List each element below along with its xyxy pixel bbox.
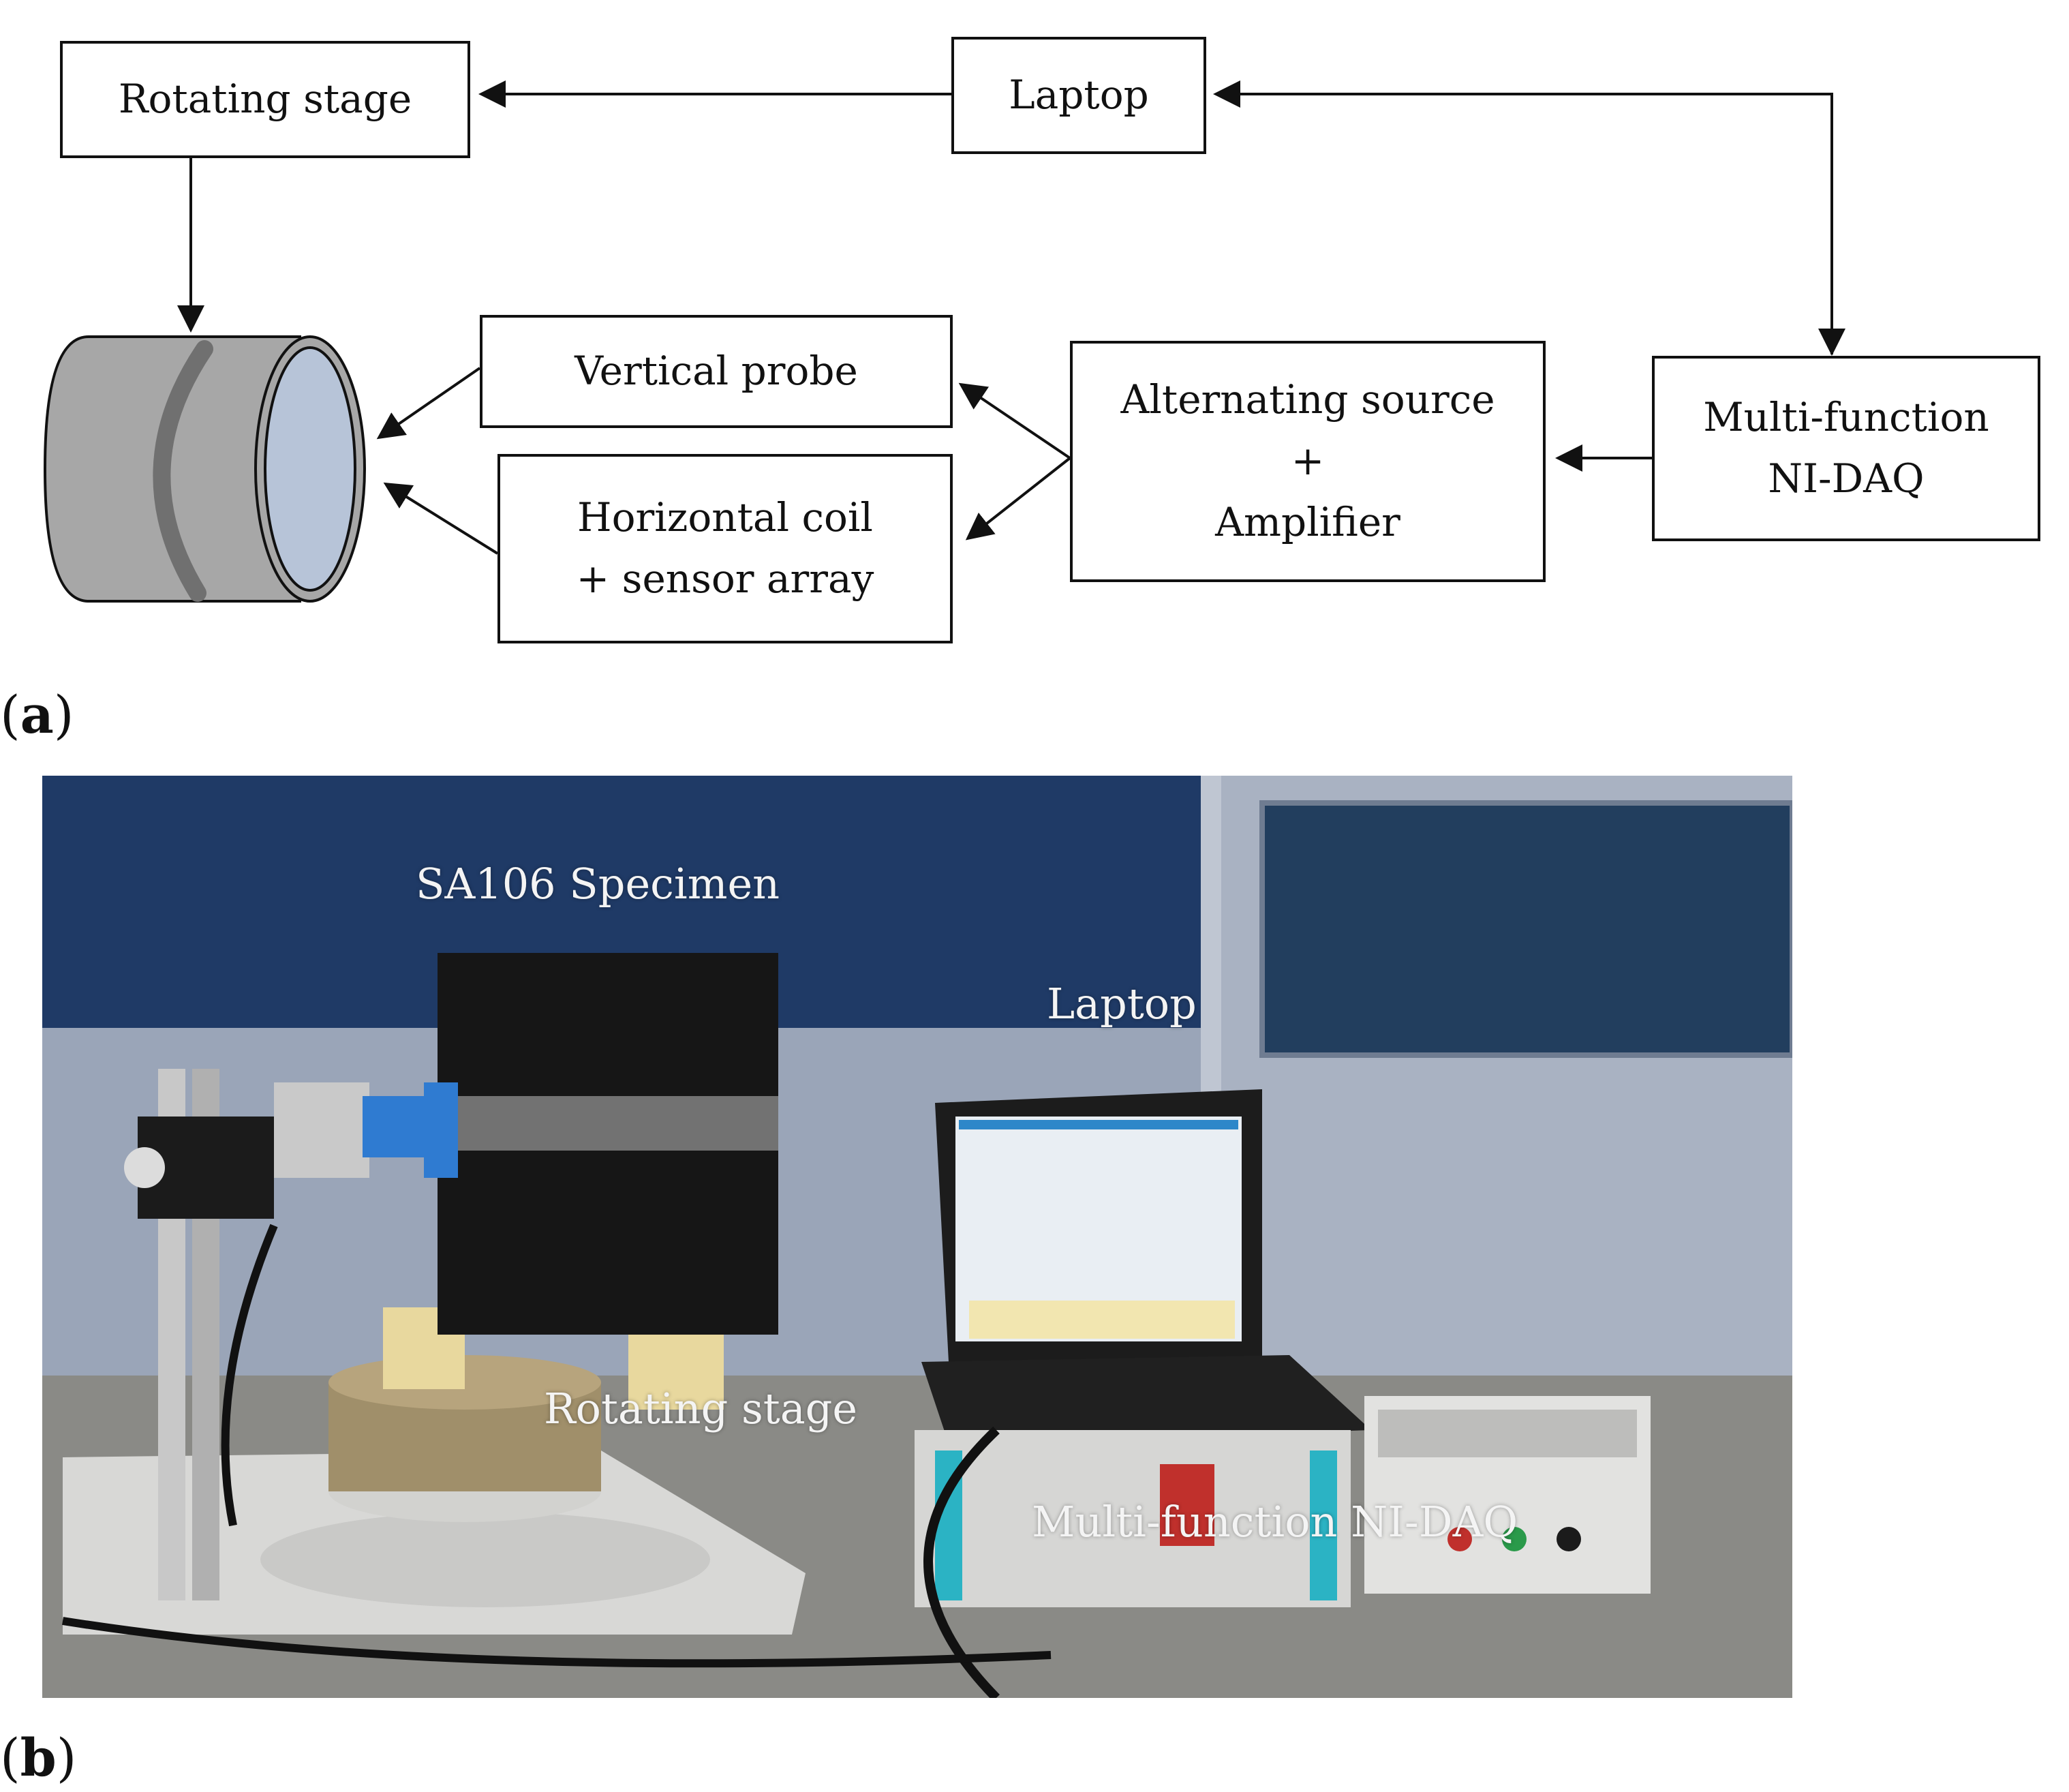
diagram-arrows [177, 80, 1845, 555]
horizontal-coil-label-line1: Horizontal coil [577, 494, 873, 541]
panel-b-label: (b) [0, 1727, 77, 1788]
ni-daq-label-line1: Multi-function [1703, 394, 1989, 441]
horizontal-coil-box: Horizontal coil + sensor array [497, 454, 953, 643]
block-diagram [43, 80, 1845, 603]
panel-a-label: (a) [0, 684, 74, 745]
panel-b-letter: b [20, 1727, 57, 1788]
rotating-stage-photo-label: Rotating stage [544, 1384, 858, 1433]
ni-daq-box: Multi-function NI-DAQ [1652, 356, 2040, 541]
panel-a-letter: a [20, 684, 54, 745]
photo-illustration [42, 776, 1792, 1698]
laptop-box: Laptop [951, 37, 1206, 154]
alternating-source-label-line3: Amplifier [1215, 498, 1400, 545]
vertical-probe-box: Vertical probe [480, 315, 953, 428]
arrow-probe-to-specimen [376, 367, 481, 440]
rotating-stage-box: Rotating stage [60, 41, 470, 158]
alternating-source-box: Alternating source + Amplifier [1070, 341, 1546, 582]
arrow-coil-to-specimen [383, 482, 499, 555]
ni-daq-label-line2: NI-DAQ [1768, 455, 1925, 502]
arrow-source-to-probe [958, 382, 1071, 459]
specimen-cylinder-icon [43, 335, 366, 603]
vertical-probe-label: Vertical probe [574, 348, 858, 395]
laptop-photo-label: Laptop [1047, 979, 1197, 1029]
alternating-source-label-line1: Alternating source [1120, 376, 1495, 423]
specimen-photo-label: SA106 Specimen [416, 859, 780, 909]
ni-daq-photo-label: Multi-function NI-DAQ [1032, 1497, 1518, 1547]
arrow-source-to-coil [965, 457, 1071, 541]
laptop-label: Laptop [1009, 72, 1149, 119]
rotating-stage-label: Rotating stage [118, 76, 412, 123]
alternating-source-label-line2: + [1291, 438, 1325, 485]
experimental-setup-photo: SA106 Specimen Laptop Rotating stage Mul… [42, 776, 1792, 1698]
arrow-daq-to-laptop [1213, 80, 1833, 354]
horizontal-coil-label-line2: + sensor array [576, 556, 874, 602]
